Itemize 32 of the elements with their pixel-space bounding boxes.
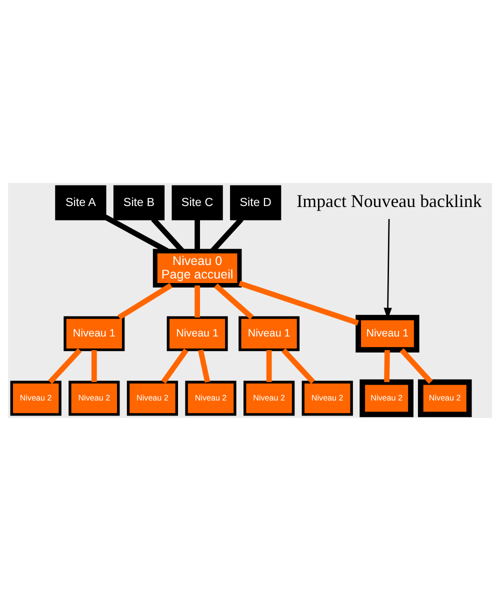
node-box: Site B [113,184,165,220]
node-box: Site D [230,184,282,220]
node-box: Niveau 2 [68,380,120,416]
node-box: Niveau 2 [126,380,178,416]
node-text: Impact Nouveau backlink [296,190,482,211]
node-box: Site A [55,184,106,220]
connector [384,350,390,382]
connector [198,349,210,382]
connector [91,350,97,382]
node-box: Niveau 2 [360,378,414,417]
connector [194,285,200,318]
connector [214,283,254,320]
node-box: Site C [172,184,223,220]
connector [400,348,433,384]
node-box: Niveau 1 [166,316,228,351]
node-box: Niveau 2 [302,380,353,416]
node-box: Niveau 2 [418,378,472,417]
connector [238,280,359,325]
node-box: Niveau 0 Page accueil [152,248,242,287]
connector [104,214,169,253]
node-box: Niveau 1 [356,314,420,352]
node-box: Niveau 1 [238,316,300,351]
connector [161,348,188,384]
node-box: Niveau 2 [244,380,295,416]
connector [118,282,172,320]
node-box: Niveau 2 [10,380,62,416]
connector [48,348,82,384]
connector [282,348,316,384]
node-box: Niveau 1 [64,316,125,351]
connector [266,350,272,382]
node-box: Niveau 2 [185,380,236,416]
connector [194,218,200,251]
